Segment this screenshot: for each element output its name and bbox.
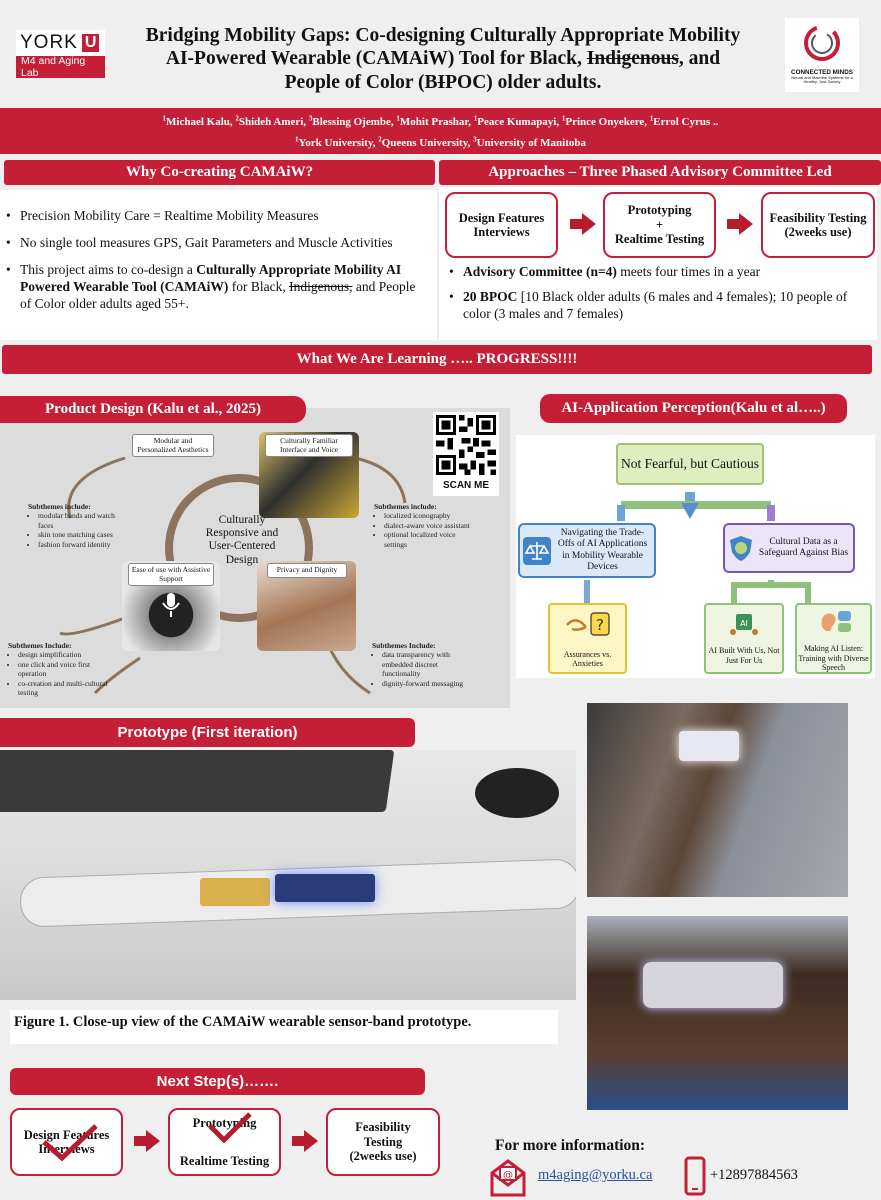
qr-code-icon xyxy=(436,415,496,475)
subtheme-item: skin tone matching cases xyxy=(38,530,120,539)
ai-leaf-assurances: ? Assurances vs. Anxieties xyxy=(548,603,627,674)
author-name: 3Blessing Ojembe, xyxy=(308,114,397,128)
why-bullet: Precision Mobility Care = Realtime Mobil… xyxy=(4,208,429,225)
why-bullet: No single tool measures GPS, Gait Parame… xyxy=(4,235,429,252)
phone-icon xyxy=(684,1156,706,1196)
lab-name: M4 and Aging Lab xyxy=(16,55,105,79)
author-name: 1Errol Cyrus .. xyxy=(649,114,719,128)
affiliation-name: 3University of Manitoba xyxy=(473,135,586,149)
connected-minds-logo: CONNECTED MINDS Neural and Machine Syste… xyxy=(785,18,859,92)
subtheme-item: fashion forward identity xyxy=(38,540,120,549)
svg-text:AI: AI xyxy=(740,619,748,628)
balance-scale-icon xyxy=(523,536,551,565)
affiliation-name: 1York University, xyxy=(294,135,379,149)
subthemes-privacy: Subthemes Include: data transparency wit… xyxy=(372,641,472,688)
sensor-board-shape xyxy=(275,874,375,902)
arrow-icon xyxy=(727,213,753,235)
ai-root-node: Not Fearful, but Cautious xyxy=(616,443,764,485)
product-design-panel xyxy=(0,408,510,708)
author-name: 2Shideh Ameri, xyxy=(235,114,309,128)
subtheme-item: design simplification xyxy=(18,650,108,659)
subtheme-item: modular bands and watch faces xyxy=(38,511,120,530)
subtheme-item: co-creation and multi-cultural testing xyxy=(18,679,108,698)
ear-speech-icon xyxy=(821,611,851,632)
subtheme-item: optional localized voice settings xyxy=(384,530,474,549)
subtheme-item: dialect-aware voice assistant xyxy=(384,521,474,530)
poster-title: Bridging Mobility Gaps: Co-designing Cul… xyxy=(145,25,741,93)
approaches-heading: Approaches – Three Phased Advisory Commi… xyxy=(439,160,881,185)
battery-shape xyxy=(200,878,270,906)
subthemes-cultural: Subthemes include: localized iconography… xyxy=(374,502,474,549)
product-center-label: Culturally Responsive and User-Centered … xyxy=(205,514,279,566)
watch-photo-privacy: Privacy and Dignity xyxy=(257,561,356,651)
prototype-caption: Figure 1. Close-up view of the CAMAiW we… xyxy=(10,1010,558,1044)
ai-leaf-listen: Making AI Listen: Training with Diverse … xyxy=(795,603,872,674)
prototype-photo xyxy=(0,750,576,1000)
arrow-icon xyxy=(292,1130,318,1152)
checkmark-icon xyxy=(42,1124,98,1162)
author-name: 1Peace Kumapayi, xyxy=(473,114,562,128)
contact-heading: For more information: xyxy=(495,1137,646,1154)
leg-photo-worn xyxy=(587,916,848,1110)
author-name: 1Michael Kalu, xyxy=(162,114,236,128)
learning-heading: What We Are Learning ….. PROGRESS!!!! xyxy=(2,345,872,374)
author-name: 1Prince Onyekere, xyxy=(561,114,650,128)
authors-band: 1Michael Kalu, 2Shideh Ameri, 3Blessing … xyxy=(0,108,881,154)
checkmark-icon xyxy=(208,1112,252,1144)
affiliation-list: 1York University, 2Queens University, 3U… xyxy=(0,133,881,154)
circle-logo-icon xyxy=(804,25,840,61)
why-bullet: This project aims to co-design a Cultura… xyxy=(4,262,429,313)
mouse-shape xyxy=(475,768,559,818)
approach-bullet: Advisory Committee (n=4) meets four time… xyxy=(447,264,872,281)
ai-chip-people-icon: AI xyxy=(730,614,758,635)
why-panel: Precision Mobility Care = Realtime Mobil… xyxy=(0,190,437,340)
ai-left-node: Navigating the Trade-Offs of AI Applicat… xyxy=(518,523,656,578)
subthemes-aesthetics: Subthemes include: modular bands and wat… xyxy=(28,502,120,549)
email-icon: @ xyxy=(490,1159,526,1197)
phone-number[interactable]: +12897884563 xyxy=(710,1167,798,1183)
subtheme-item: localized iconography xyxy=(384,511,474,520)
next-steps-heading: Next Step(s)……. xyxy=(10,1068,425,1095)
subthemes-assistive: Subthemes Include: design simplification… xyxy=(8,641,108,697)
next-step-feasibility: Feasibility Testing (2weeks use) xyxy=(326,1108,440,1176)
subtheme-item: data transparency with embedded discreet… xyxy=(382,650,472,678)
prototype-heading: Prototype (First iteration) xyxy=(0,718,415,747)
affiliation-name: 2Queens University, xyxy=(378,135,474,149)
product-design-heading: Product Design (Kalu et al., 2025) xyxy=(0,396,306,423)
qr-code[interactable]: SCAN ME xyxy=(433,412,499,496)
york-logo: YORK U M4 and Aging Lab xyxy=(16,30,105,79)
approach-step-prototyping: Prototyping+Realtime Testing xyxy=(603,192,716,258)
ai-right-node: Cultural Data as a Safeguard Against Bia… xyxy=(723,523,855,573)
ai-tree-connectors xyxy=(584,492,811,603)
leg-photo-fitting xyxy=(587,703,848,897)
sensor-band-shape xyxy=(643,962,783,1008)
watch-photo-cultural: Culturally Familiar Interface and Voice xyxy=(259,432,359,518)
watch-photo-modular: Modular and Personalized Aesthetics xyxy=(122,432,224,518)
ai-perception-heading: AI-Application Perception(Kalu et al…..) xyxy=(540,394,847,423)
handshake-question-icon: ? xyxy=(565,612,610,636)
keyboard-shape xyxy=(0,750,395,812)
arrow-icon xyxy=(570,213,596,235)
author-list: 1Michael Kalu, 2Shideh Ameri, 3Blessing … xyxy=(0,112,881,133)
approach-step-feasibility: Feasibility Testing (2weeks use) xyxy=(761,192,875,258)
microphone-icon xyxy=(162,593,180,617)
email-link[interactable]: m4aging@yorku.ca xyxy=(538,1167,653,1183)
sensor-band-shape xyxy=(679,731,739,761)
product-design-ring xyxy=(59,456,407,695)
shield-globe-icon xyxy=(730,536,752,561)
approach-bullet: 20 BPOC [10 Black older adults (6 males … xyxy=(447,289,872,323)
subtheme-item: dignity-forward messaging xyxy=(382,679,472,688)
approach-step-interviews: Design Features Interviews xyxy=(445,192,558,258)
svg-text:?: ? xyxy=(596,616,604,634)
watch-photo-assistive: Ease of use with Assistive Support xyxy=(122,561,220,651)
why-heading: Why Co-creating CAMAiW? xyxy=(4,160,435,185)
svg-text:@: @ xyxy=(503,1170,513,1181)
ai-leaf-built-with-us: AI AI Built With Us, Not Just For Us xyxy=(704,603,784,674)
author-name: 1Mohit Prashar, xyxy=(396,114,474,128)
subtheme-item: one click and voice first operation xyxy=(18,660,108,679)
arrow-icon xyxy=(134,1130,160,1152)
